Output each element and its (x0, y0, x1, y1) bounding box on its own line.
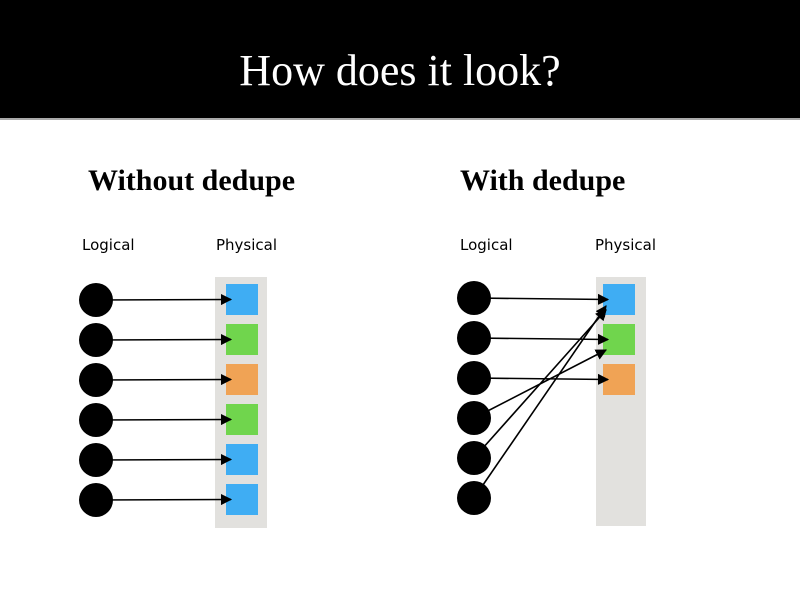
mapping-arrow (95, 413, 233, 426)
logical-block-circle (79, 323, 113, 357)
mapping-arrow (95, 293, 233, 306)
mapping-arrow (473, 373, 610, 385)
logical-block-circle (457, 281, 491, 315)
mapping-arrow (95, 453, 233, 466)
physical-column-label-right: Physical (595, 236, 657, 254)
logical-block-circle (457, 441, 491, 475)
logical-block-circle (79, 443, 113, 477)
logical-block-circle (457, 321, 491, 355)
panel-heading-with-dedupe: With dedupe (460, 164, 626, 197)
logical-block-circle (79, 283, 113, 317)
mapping-arrow (473, 333, 610, 345)
title-banner: How does it look? (0, 0, 800, 120)
logical-block-circle (79, 363, 113, 397)
mapping-arrow (95, 333, 233, 346)
logical-column-label-left: Logical (82, 236, 135, 254)
mapping-arrow (95, 493, 233, 506)
logical-block-circle (457, 481, 491, 515)
mapping-arrow (473, 293, 610, 305)
mapping-arrow (473, 305, 607, 499)
panel-heading-without-dedupe: Without dedupe (88, 164, 296, 197)
logical-block-circle (457, 361, 491, 395)
logical-block-circle (79, 403, 113, 437)
mapping-arrow (473, 309, 607, 459)
logical-block-circle (79, 483, 113, 517)
logical-column-label-right: Logical (460, 236, 513, 254)
mapping-arrow (95, 373, 233, 386)
logical-block-circle (457, 401, 491, 435)
slide-title: How does it look? (239, 46, 561, 95)
physical-column-label-left: Physical (216, 236, 278, 254)
